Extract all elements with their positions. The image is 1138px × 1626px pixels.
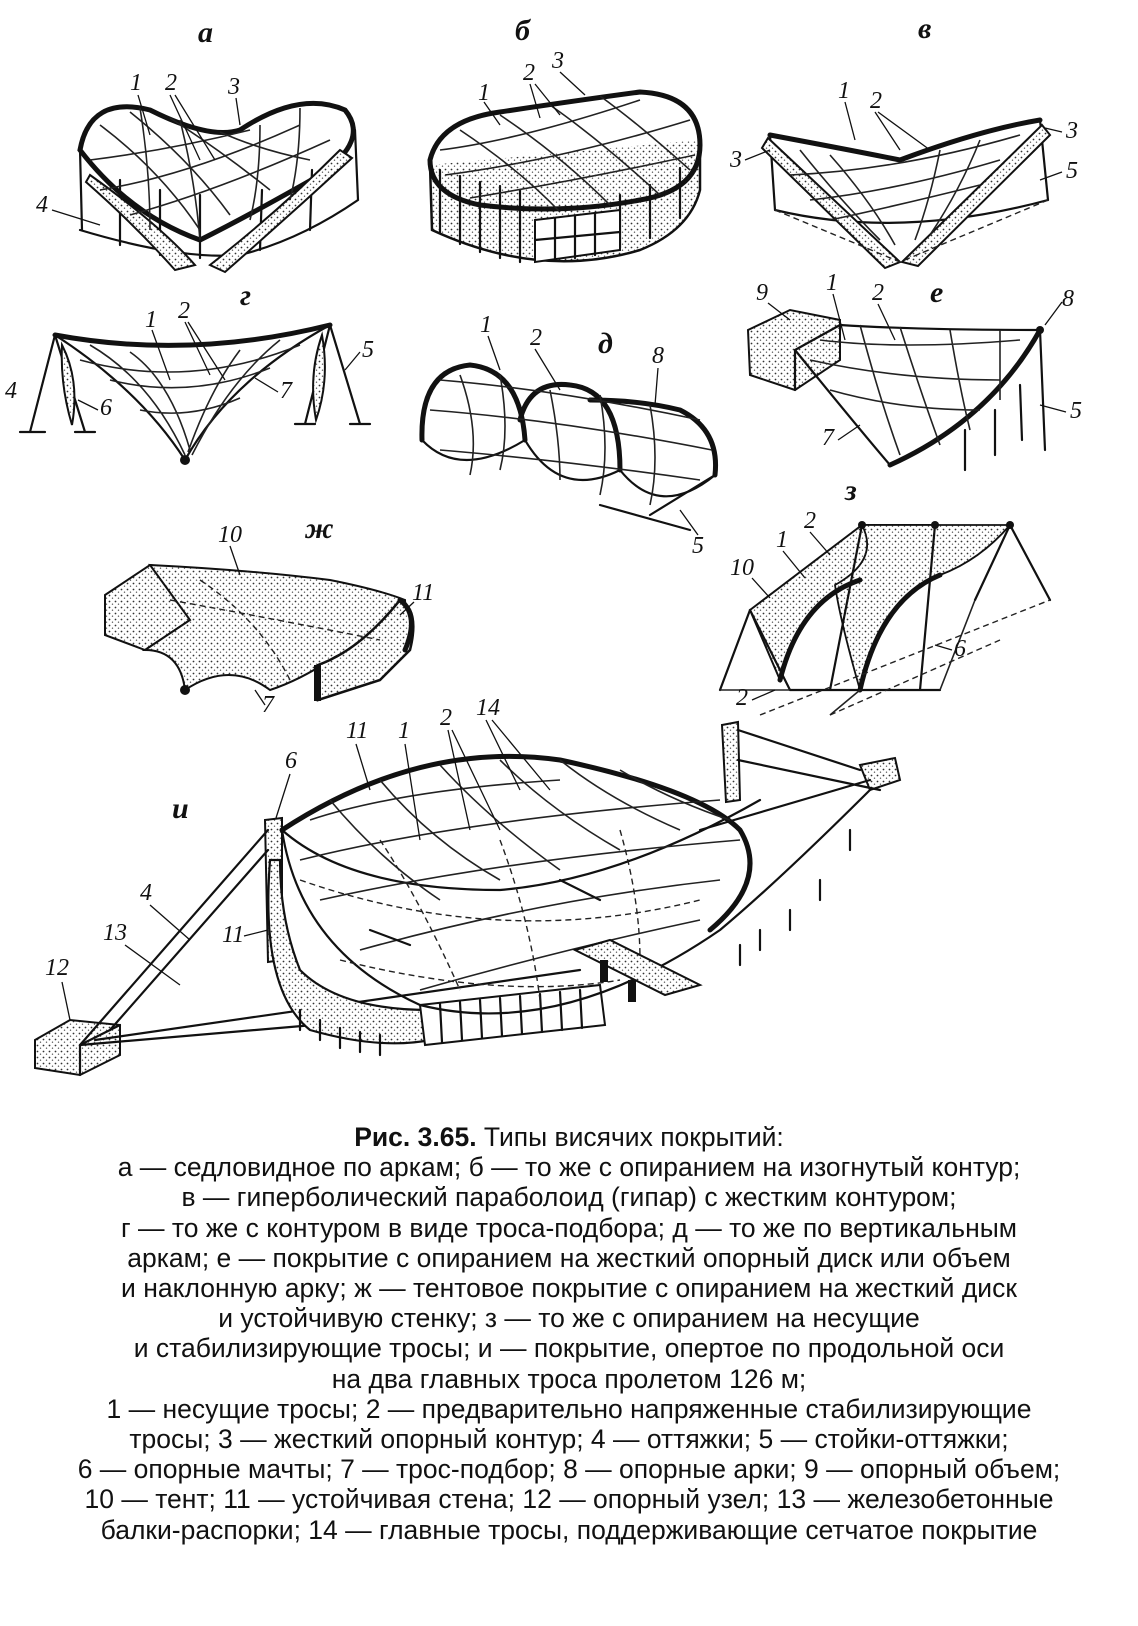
panel-v-label-3b: 3 xyxy=(729,147,742,173)
panel-e-label-2: 2 xyxy=(872,280,884,306)
panel-i-letter: и xyxy=(172,792,189,825)
panel-z-label-10: 10 xyxy=(730,555,754,581)
panel-g-label-5: 5 xyxy=(362,337,374,363)
panel-zh-label-7: 7 xyxy=(262,692,275,718)
caption-line: и стабилизирующие тросы; и — покрытие, о… xyxy=(133,1333,1005,1364)
panel-g-letter: г xyxy=(240,279,251,312)
panel-g-label-2: 2 xyxy=(178,298,190,324)
panel-d-label-5: 5 xyxy=(692,533,704,559)
panel-v-label-5: 5 xyxy=(1066,158,1078,184)
panel-i-label-2: 2 xyxy=(440,705,452,731)
panel-d-letter: д xyxy=(598,327,613,360)
panel-zh-letter: ж xyxy=(304,512,334,545)
panel-d-label-1: 1 xyxy=(480,312,492,338)
panel-b-label-3: 3 xyxy=(551,48,564,74)
panel-zh-label-11: 11 xyxy=(412,580,434,606)
panel-v-label-2: 2 xyxy=(870,88,882,114)
panel-i-label-1: 1 xyxy=(398,718,410,744)
panel-i-label-13: 13 xyxy=(103,920,127,946)
caption-title: Рис. 3.65. Типы висячих покрытий: xyxy=(20,1122,1118,1152)
panel-v-label-1: 1 xyxy=(838,78,850,104)
panel-g-label-6: 6 xyxy=(100,395,112,421)
panel-g-label-1: 1 xyxy=(145,307,157,333)
panel-b: б 1 2 3 xyxy=(427,14,703,264)
panel-z-label-2a: 2 xyxy=(804,508,816,534)
panel-e: е 9 1 2 8 7 5 xyxy=(746,270,1082,472)
panel-i-label-12: 12 xyxy=(45,955,69,981)
panel-g-label-7: 7 xyxy=(280,378,293,404)
panel-b-label-2: 2 xyxy=(523,60,535,86)
panel-a-label-1: 1 xyxy=(130,70,142,96)
panel-e-label-9: 9 xyxy=(756,280,768,306)
panel-z-label-6: 6 xyxy=(954,636,966,662)
panel-g: г 1 2 4 5 6 7 xyxy=(5,279,374,465)
caption-line: г — то же с контуром в виде троса-подбор… xyxy=(121,1212,1017,1243)
panel-a-label-2: 2 xyxy=(165,70,177,96)
panel-a-letter: а xyxy=(198,16,213,49)
panel-e-label-5: 5 xyxy=(1070,398,1082,424)
caption-line: 1 — несущие тросы; 2 — предварительно на… xyxy=(106,1393,1032,1424)
panel-i-label-4: 4 xyxy=(140,880,152,906)
panel-z-label-2b: 2 xyxy=(736,685,748,711)
caption-line: и устойчивую стенку; з — то же с опирани… xyxy=(218,1303,920,1334)
panel-z-letter: з xyxy=(844,474,857,507)
panel-a-label-3: 3 xyxy=(227,74,240,100)
panel-e-label-1: 1 xyxy=(826,270,838,296)
panel-zh-label-10: 10 xyxy=(218,522,242,548)
panel-b-label-1: 1 xyxy=(478,80,490,106)
panel-i: и 11 1 2 14 6 4 xyxy=(34,695,902,1077)
caption-line: а — седловидное по аркам; б — то же с оп… xyxy=(117,1152,1021,1183)
panel-b-letter: б xyxy=(515,14,531,47)
panel-a-label-4: 4 xyxy=(36,192,48,218)
panel-a: а 1 2 3 4 xyxy=(36,16,360,274)
panel-e-label-8: 8 xyxy=(1062,286,1074,312)
caption-line: 6 — опорные мачты; 7 — трос-подбор; 8 — … xyxy=(77,1454,1061,1485)
panel-v-letter: в xyxy=(918,12,931,45)
panel-i-label-6: 6 xyxy=(285,748,297,774)
panel-g-label-4: 4 xyxy=(5,378,17,404)
caption-line: и наклонную арку; ж — тентовое покрытие … xyxy=(121,1273,1017,1304)
caption-line: аркам; е — покрытие с опиранием на жестк… xyxy=(127,1242,1011,1273)
panel-e-letter: е xyxy=(930,276,943,309)
caption-title-text: Типы висячих покрытий: xyxy=(476,1122,784,1152)
figure-caption: Рис. 3.65. Типы висячих покрытий: а — се… xyxy=(20,1122,1118,1545)
panel-z: з 2 1 10 6 2 xyxy=(718,474,1052,716)
panel-e-label-7: 7 xyxy=(822,425,835,451)
caption-title-label: Рис. 3.65. xyxy=(354,1122,477,1152)
caption-line: в — гиперболический параболоид (гипар) с… xyxy=(181,1182,957,1213)
panel-d: д 1 2 8 5 xyxy=(419,312,719,559)
caption-line: на два главных троса пролетом 126 м; xyxy=(331,1363,807,1394)
panel-zh: ж 10 11 7 xyxy=(104,512,434,718)
caption-line: тросы; 3 — жесткий опорный контур; 4 — о… xyxy=(129,1424,1009,1455)
panel-i-label-11b: 11 xyxy=(222,922,244,948)
panel-v-label-3a: 3 xyxy=(1065,118,1078,144)
caption-line: балки-распорки; 14 — главные тросы, подд… xyxy=(100,1514,1038,1545)
panel-i-label-14: 14 xyxy=(476,695,500,721)
panel-z-label-1: 1 xyxy=(776,527,788,553)
caption-line: 10 — тент; 11 — устойчивая стена; 12 — о… xyxy=(84,1484,1054,1515)
panel-d-label-2: 2 xyxy=(530,325,542,351)
panel-d-label-8: 8 xyxy=(652,343,664,369)
panel-i-label-11a: 11 xyxy=(346,718,368,744)
figure-drawings: а 1 2 3 4 б 1 2 3 в 1 2 3 xyxy=(5,12,1082,1077)
panel-v: в 1 2 3 3 5 xyxy=(729,12,1078,270)
